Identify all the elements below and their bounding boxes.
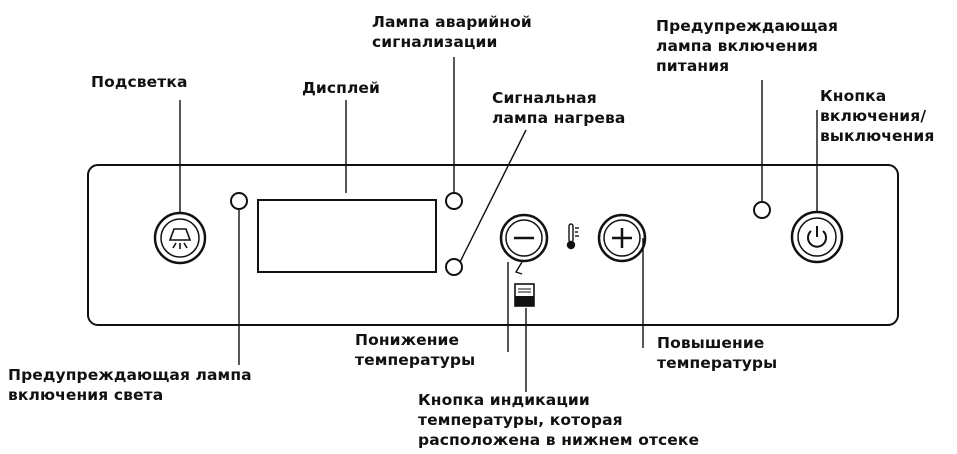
label-backlight: Подсветка <box>91 73 188 91</box>
power-button[interactable] <box>790 210 844 264</box>
label-display: Дисплей <box>302 79 380 97</box>
label-heating-lamp: Сигнальная лампа нагрева <box>492 89 626 127</box>
label-alarm-lamp: Лампа аварийной сигнализации <box>372 13 532 51</box>
power-icon <box>807 226 827 248</box>
backlight-button[interactable] <box>153 211 207 265</box>
compartment-icon <box>514 283 535 307</box>
alarm-lamp <box>445 192 463 210</box>
temp-indicator-button[interactable] <box>514 261 535 307</box>
label-temp-indicator: Кнопка индикации температуры, которая ра… <box>418 391 700 449</box>
power-warning-lamp <box>753 201 771 219</box>
thermometer-icon <box>566 223 579 250</box>
temp-up-button[interactable] <box>597 213 647 263</box>
label-temp-up: Повышение температуры <box>657 334 778 372</box>
label-temp-down: Понижение температуры <box>355 331 476 369</box>
control-panel <box>87 164 899 326</box>
light-warning-lamp <box>230 192 248 210</box>
label-power-lamp: Предупреждающая лампа включения питания <box>656 17 839 75</box>
lamp-icon <box>168 228 192 249</box>
label-power-button: Кнопка включения/ выключения <box>820 87 935 145</box>
leader-lines <box>179 57 818 392</box>
heating-lamp <box>445 258 463 276</box>
plus-icon <box>612 228 632 248</box>
label-light-lamp: Предупреждающая лампа включения света <box>8 366 252 404</box>
temp-down-button[interactable] <box>499 213 549 263</box>
display-screen <box>257 199 437 273</box>
